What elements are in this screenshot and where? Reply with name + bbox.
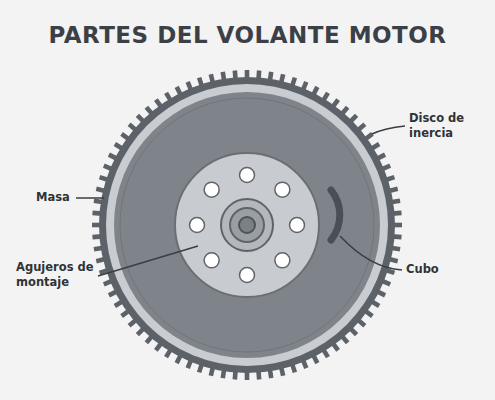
mounting-plate bbox=[175, 153, 319, 297]
mounting-hole bbox=[240, 268, 255, 283]
hub-center bbox=[239, 217, 255, 233]
hub-outer bbox=[221, 199, 273, 251]
mounting-hole bbox=[290, 218, 305, 233]
mounting-hole bbox=[204, 182, 219, 197]
hub-slot bbox=[331, 190, 340, 240]
ring-gear-teeth bbox=[92, 70, 402, 380]
part-label: Agujeros de montaje bbox=[16, 260, 108, 290]
ring-gear bbox=[99, 77, 395, 373]
mounting-hole bbox=[204, 253, 219, 268]
leader-line bbox=[98, 246, 198, 276]
inertia-disc-rim bbox=[106, 84, 388, 366]
hub-middle bbox=[230, 208, 264, 242]
mass-edge bbox=[120, 98, 374, 352]
mounting-holes bbox=[190, 168, 305, 283]
part-label: Cubo bbox=[406, 262, 466, 277]
mounting-hole bbox=[190, 218, 205, 233]
part-label: Masa bbox=[36, 190, 76, 205]
diagram-title: PARTES DEL VOLANTE MOTOR bbox=[48, 22, 446, 48]
part-label: Disco de inercia bbox=[409, 111, 491, 141]
leader-line bbox=[340, 236, 402, 270]
leader-line bbox=[76, 197, 104, 199]
mass bbox=[114, 92, 380, 358]
mounting-hole bbox=[240, 168, 255, 183]
mounting-hole bbox=[275, 182, 290, 197]
mounting-hole bbox=[275, 253, 290, 268]
leader-line bbox=[372, 126, 405, 134]
